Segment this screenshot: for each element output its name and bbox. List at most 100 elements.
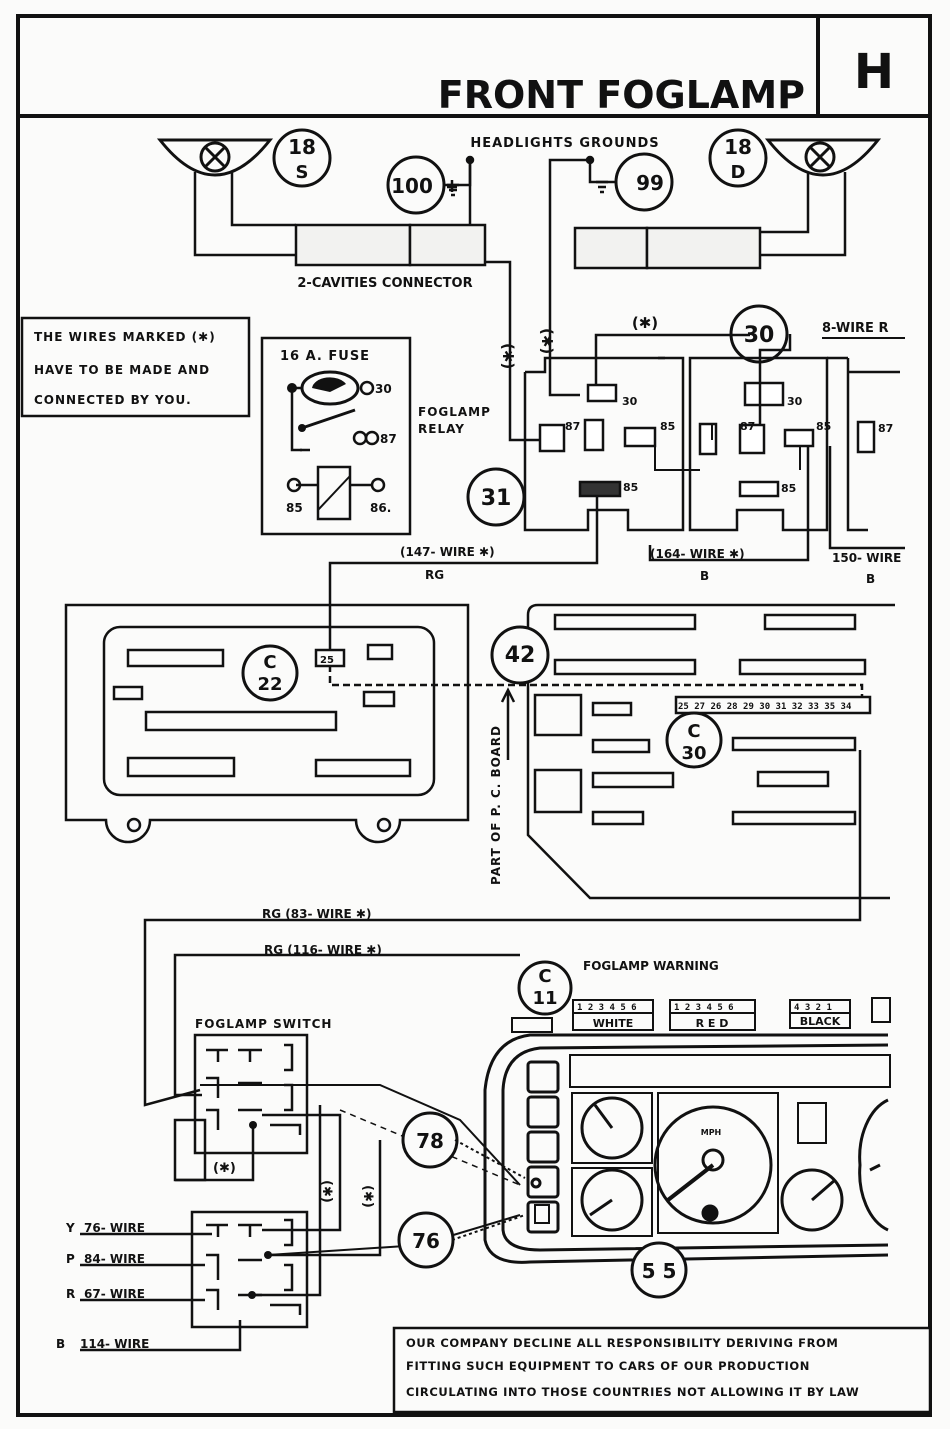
relay-pin-86: 86.	[370, 501, 391, 515]
callout-55	[630, 1241, 688, 1299]
section-letter: H	[854, 44, 894, 100]
red-connector-pins: 1 2 3 4 5 6	[674, 1003, 734, 1013]
disclaimer-box: OUR COMPANY DECLINE ALL RESPONSIBILITY D…	[392, 1326, 932, 1414]
note-box: THE WIRES MARKED (✱) HAVE TO BE MADE AND…	[20, 316, 251, 418]
callout-18s-bottom: S	[296, 162, 309, 183]
black-connector-label: BLACK	[800, 1015, 841, 1028]
foglamp-warning-label: FOGLAMP WARNING	[583, 959, 719, 973]
header: FRONT FOGLAMP H	[18, 16, 930, 118]
pcb-arrow	[500, 687, 516, 760]
wire-67-label: 67- WIRE	[84, 1287, 145, 1301]
asterisk-marker: (✱)	[319, 1180, 334, 1203]
asterisk-marker: (✱)	[499, 343, 517, 369]
note-line-1: THE WIRES MARKED (✱)	[34, 330, 216, 344]
connector-pin-25: 25	[320, 655, 334, 666]
disclaimer-line-3: CIRCULATING INTO THOSE COUNTRIES NOT ALL…	[406, 1385, 859, 1399]
page-frame	[16, 14, 932, 1417]
callout-18s	[272, 128, 332, 188]
disclaimer-line-2: FITTING SUCH EQUIPMENT TO CARS OF OUR PR…	[406, 1359, 810, 1373]
connector-c22	[64, 603, 470, 844]
b-label-164: B	[700, 569, 709, 583]
socket3-pin-87: 87	[878, 422, 893, 435]
callout-c30-bottom: 30	[681, 743, 706, 764]
socket1-pin-85b: 85	[623, 481, 638, 494]
dashboard-connectors	[511, 997, 891, 1033]
callout-c22-top: C	[263, 652, 276, 673]
callout-99-label: 99	[636, 171, 664, 195]
callout-42	[490, 625, 550, 685]
note-line-3: CONNECTED BY YOU.	[34, 393, 192, 407]
fuse-box-housing	[523, 356, 900, 532]
wire-83-label: RG (83- WIRE ✱)	[262, 907, 371, 921]
foglamp-switch-upper	[173, 1033, 521, 1232]
headlights-grounds-label: HEADLIGHTS GROUNDS	[470, 136, 659, 151]
fuse-relay-schematic: 16 A. FUSE 30 87 85 86.	[260, 336, 412, 536]
callout-18d-bottom: D	[731, 162, 746, 183]
two-cavities-connector	[294, 223, 762, 270]
callout-c30	[665, 711, 723, 769]
foglamp-relay-label-1: FOGLAMP	[418, 405, 491, 419]
callout-18d	[708, 128, 768, 188]
callout-42-label: 42	[505, 643, 536, 668]
wire-color-p: P	[66, 1252, 75, 1266]
callout-76-label: 76	[412, 1229, 440, 1253]
red-connector-label: R E D	[696, 1017, 729, 1030]
callout-c22	[241, 644, 299, 702]
callout-c30-top: C	[687, 721, 700, 742]
callout-c11-bottom: 11	[532, 988, 557, 1009]
wire-164-label: (164- WIRE ✱)	[650, 547, 745, 561]
pcb-trace	[328, 665, 864, 703]
callout-78-label: 78	[416, 1129, 444, 1153]
callout-31-label: 31	[481, 486, 512, 511]
connector-c30	[526, 603, 895, 900]
callout-55-label: 5 5	[642, 1259, 677, 1283]
callout-18s-top: 18	[288, 135, 316, 159]
wire-color-y: Y	[65, 1221, 75, 1235]
asterisk-marker: (✱)	[538, 328, 556, 354]
wire-76-label: 76- WIRE	[84, 1221, 145, 1235]
relay-pin-87: 87	[380, 432, 397, 446]
two-cavities-label: 2-CAVITIES CONNECTOR	[297, 276, 472, 291]
b-label-150: B	[866, 572, 875, 586]
fuse-label: 16 A. FUSE	[280, 349, 370, 364]
wire-114-label: 114- WIRE	[80, 1337, 149, 1351]
socket1-pin-87: 87	[565, 420, 580, 433]
side-wire-labels: Y 76- WIRE P 84- WIRE R 67- WIRE B 114- …	[56, 1221, 149, 1351]
relay-socket-1	[538, 383, 657, 498]
white-connector-pins: 1 2 3 4 5 6	[577, 1003, 637, 1013]
socket2-pin-87: 87	[740, 420, 755, 433]
asterisk-marker: (✱)	[360, 1185, 375, 1208]
socket2-pin-85: 85	[816, 420, 831, 433]
socket1-pin-30: 30	[622, 395, 638, 408]
left-foglamp	[156, 138, 274, 177]
callout-18d-top: 18	[724, 135, 752, 159]
rg-label-147: RG	[425, 568, 444, 582]
wire-147-label: (147- WIRE ✱)	[400, 545, 495, 559]
foglamp-switch-label: FOGLAMP SWITCH	[195, 1017, 332, 1031]
callout-100-label: 100	[391, 174, 433, 198]
white-connector-label: WHITE	[593, 1017, 633, 1030]
mph-label: MPH	[701, 1128, 722, 1137]
lamp-wires	[193, 158, 847, 442]
right-foglamp	[764, 138, 882, 177]
callout-c22-bottom: 22	[257, 674, 282, 695]
connector-c30-pins: 25 27 26 28 29 30 31 32 33 35 34	[678, 702, 852, 712]
relay-socket-2	[698, 381, 876, 498]
relay-pin-30: 30	[375, 382, 392, 396]
instrument-cluster	[483, 1033, 891, 1264]
wire-116-label: RG (116- WIRE ✱)	[264, 943, 382, 957]
callout-c11	[517, 960, 573, 1016]
note-line-2: HAVE TO BE MADE AND	[34, 363, 210, 377]
relay-pin-85: 85	[286, 501, 303, 515]
wire-color-r: R	[66, 1287, 75, 1301]
callout-c11-top: C	[538, 966, 551, 987]
disclaimer-line-1: OUR COMPANY DECLINE ALL RESPONSIBILITY D…	[406, 1336, 838, 1350]
page-title: FRONT FOGLAMP	[438, 73, 805, 117]
foglamp-relay-label-2: RELAY	[418, 422, 465, 436]
black-connector-pins: 4 3 2 1	[794, 1003, 832, 1013]
socket2-pin-85b: 85	[781, 482, 796, 495]
wire-84-label: 84- WIRE	[84, 1252, 145, 1266]
wire-150-label: 150- WIRE	[832, 551, 901, 565]
asterisk-marker: (✱)	[213, 1161, 236, 1176]
